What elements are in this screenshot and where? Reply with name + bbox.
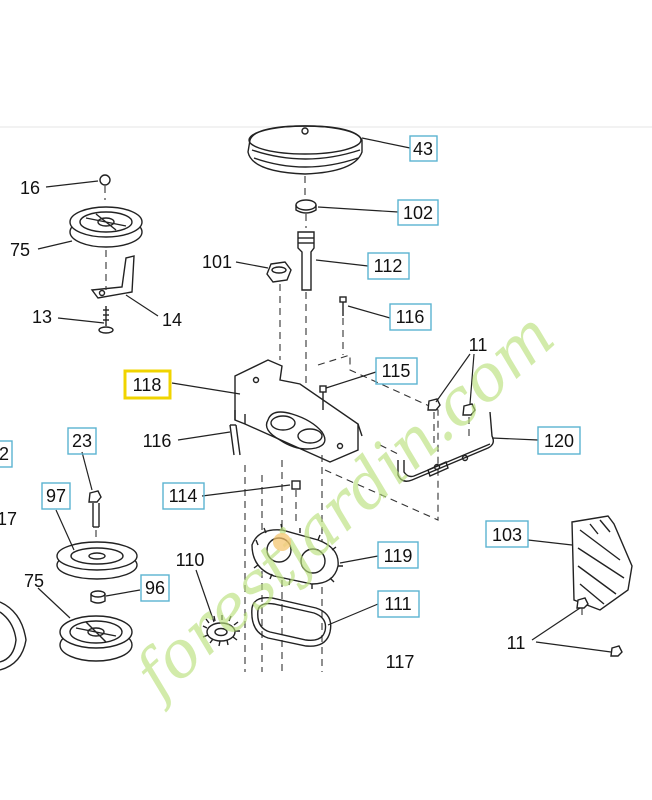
bottom-blank-area [0,672,652,800]
callout-11-lower: 11 [507,633,526,653]
pulley-97 [56,541,138,580]
gear-110 [202,615,240,647]
callout-box-115 [375,357,418,385]
callout-box-119 [377,541,419,569]
bearing-102 [295,199,317,228]
callout-16: 16 [20,178,40,198]
nut-101 [266,261,292,360]
rod-120 [397,411,495,482]
idler-pulley-75-top [69,174,143,248]
callout-box-23 [67,427,97,455]
callout-box-118-highlight [123,369,172,400]
bolts-11-lower [576,597,623,657]
callout-116-lower: 116 [143,431,172,451]
callout-102: 102 [403,203,433,223]
bolt-13 [98,306,114,334]
callout-box-116-top [389,303,432,331]
callout-box-2 [0,440,13,468]
callout-box-102 [397,199,439,226]
callout-17-left: 17 [0,509,17,529]
callout-box-97 [41,482,71,510]
callout-120: 120 [544,431,574,451]
callout-43: 43 [413,139,433,159]
callout-13: 13 [32,307,52,327]
deflector-103 [571,515,633,611]
callout-75-lower: 75 [24,571,44,591]
watermark-logo: forestjardin.com [118,298,569,714]
bracket-14 [90,250,135,299]
callout-23: 23 [72,431,92,451]
bolt-116-top [339,296,347,355]
callout-111: 111 [384,594,411,614]
callout-box-103 [485,520,529,548]
callout-101: 101 [202,252,232,272]
callout-119: 119 [384,546,413,566]
callout-112: 112 [374,256,403,276]
watermark-text: forestjardin.com [118,298,569,714]
callout-box-111 [377,590,420,618]
callout-114: 114 [169,486,198,506]
callout-box-112 [367,252,410,280]
callouts: 43 16 102 75 101 112 14 13 116 11 118 11… [0,135,581,672]
callout-115: 115 [382,361,411,381]
callout-96: 96 [145,578,165,598]
bolts-11-top [427,398,476,448]
callout-97: 97 [46,486,66,506]
callout-box-120 [537,426,581,455]
gasket-111 [251,597,332,647]
callout-75-top: 75 [10,240,30,260]
pulley-partial-left [0,601,27,671]
bolt-23 [88,490,102,538]
callout-11-top: 11 [469,335,488,355]
bolt-115 [319,385,327,410]
callout-110: 110 [176,550,205,570]
spacer-96 [90,590,106,604]
callout-box-114 [162,482,205,510]
idler-pulley-75-lower [59,615,133,662]
pin-116-lower [229,424,241,456]
callout-118: 118 [133,375,162,395]
pulley-43 [247,125,363,200]
callout-2: 2 [0,444,9,464]
callout-116-top: 116 [396,307,425,327]
callout-103: 103 [492,525,522,545]
watermark-dot [273,533,291,551]
callout-117: 117 [386,652,415,672]
callout-box-43 [409,135,438,162]
callout-14: 14 [162,310,182,330]
callout-box-96 [140,574,170,602]
gearbox-plate-118 [234,359,363,463]
bushing-114 [291,480,301,525]
leader-lines [37,137,612,653]
frame-outline-dashed [244,354,439,710]
